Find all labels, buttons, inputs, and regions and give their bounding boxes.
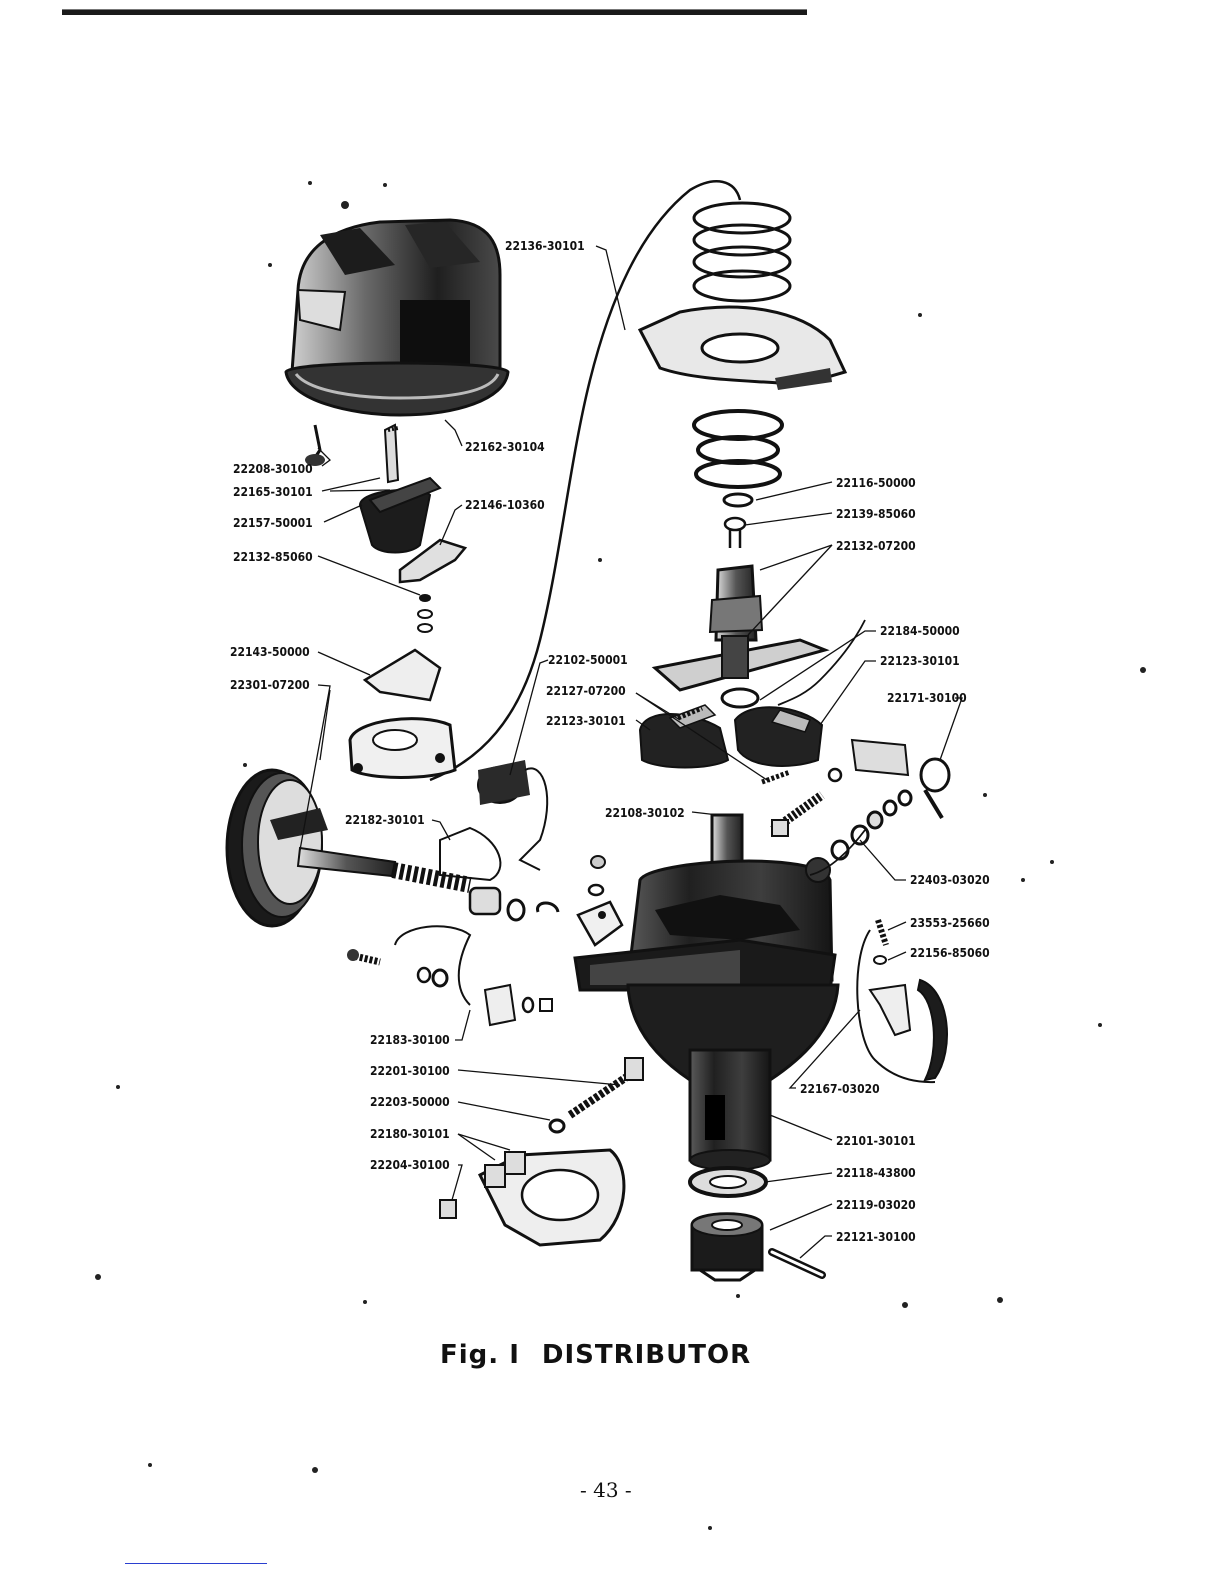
figure-number: Fig. I [440, 1340, 520, 1370]
part-label: 22118-43800 [836, 1166, 916, 1180]
part-label: 22301-07200 [230, 678, 310, 692]
part-label: 22403-03020 [910, 873, 990, 887]
part-label: 22123-30101 [546, 714, 626, 728]
distributor-body [573, 813, 840, 1171]
part-label: 22204-30100 [370, 1158, 450, 1172]
small-hardware [347, 738, 951, 1247]
part-label: 22101-30101 [836, 1134, 916, 1148]
bottom-link-line [125, 1563, 267, 1564]
part-label: 22171-30100 [887, 691, 967, 705]
part-label: 22156-85060 [910, 946, 990, 960]
figure-caption: Fig. I DISTRIBUTOR [440, 1340, 751, 1370]
bracket-outline [856, 929, 936, 1084]
part-label: 22180-30101 [370, 1127, 450, 1141]
part-label: 22162-30104 [465, 440, 545, 454]
part-label: 22119-03020 [836, 1198, 916, 1212]
part-label: 22165-30101 [233, 485, 313, 499]
part-label: 22132-07200 [836, 539, 916, 553]
part-label: 22121-30100 [836, 1230, 916, 1244]
scan-specks [95, 181, 1146, 1530]
part-label: 23553-25660 [910, 916, 990, 930]
figure-title: DISTRIBUTOR [541, 1340, 752, 1370]
part-label: 22157-50001 [233, 516, 313, 530]
part-label: 22183-30100 [370, 1033, 450, 1047]
part-label: 22208-30100 [233, 462, 313, 476]
part-label: 22143-50000 [230, 645, 310, 659]
part-label: 22127-07200 [546, 684, 626, 698]
rotor-and-points [305, 423, 468, 779]
part-label: 22139-85060 [836, 507, 916, 521]
part-label: 22123-30101 [880, 654, 960, 668]
part-label: 22108-30102 [605, 806, 685, 820]
governor-shaft [651, 564, 830, 709]
distributor-cap [284, 218, 510, 417]
part-label: 22102-50001 [548, 653, 628, 667]
condenser [394, 760, 549, 1006]
part-label: 22132-85060 [233, 550, 313, 564]
governor-weights [638, 704, 824, 785]
vacuum-line [429, 180, 742, 782]
page-number: - 43 - [580, 1478, 632, 1502]
top-rule-thin [62, 9, 807, 10]
part-labels: 22136-30101 22162-30104 22208-30100 2216… [230, 239, 990, 1244]
part-label: 22182-30101 [345, 813, 425, 827]
vacuum-advance-unit [225, 768, 560, 928]
part-label: 22116-50000 [836, 476, 916, 490]
breaker-plate-assembly [637, 201, 848, 548]
part-label: 22201-30100 [370, 1064, 450, 1078]
drive-coupling [688, 1166, 826, 1282]
part-label: 22146-10360 [465, 498, 545, 512]
part-label: 22136-30101 [505, 239, 585, 253]
part-label: 22184-50000 [880, 624, 960, 638]
part-label: 22203-50000 [370, 1095, 450, 1109]
top-rule [62, 10, 807, 15]
part-label: 22167-03020 [800, 1082, 880, 1096]
leader-lines [299, 245, 963, 1259]
